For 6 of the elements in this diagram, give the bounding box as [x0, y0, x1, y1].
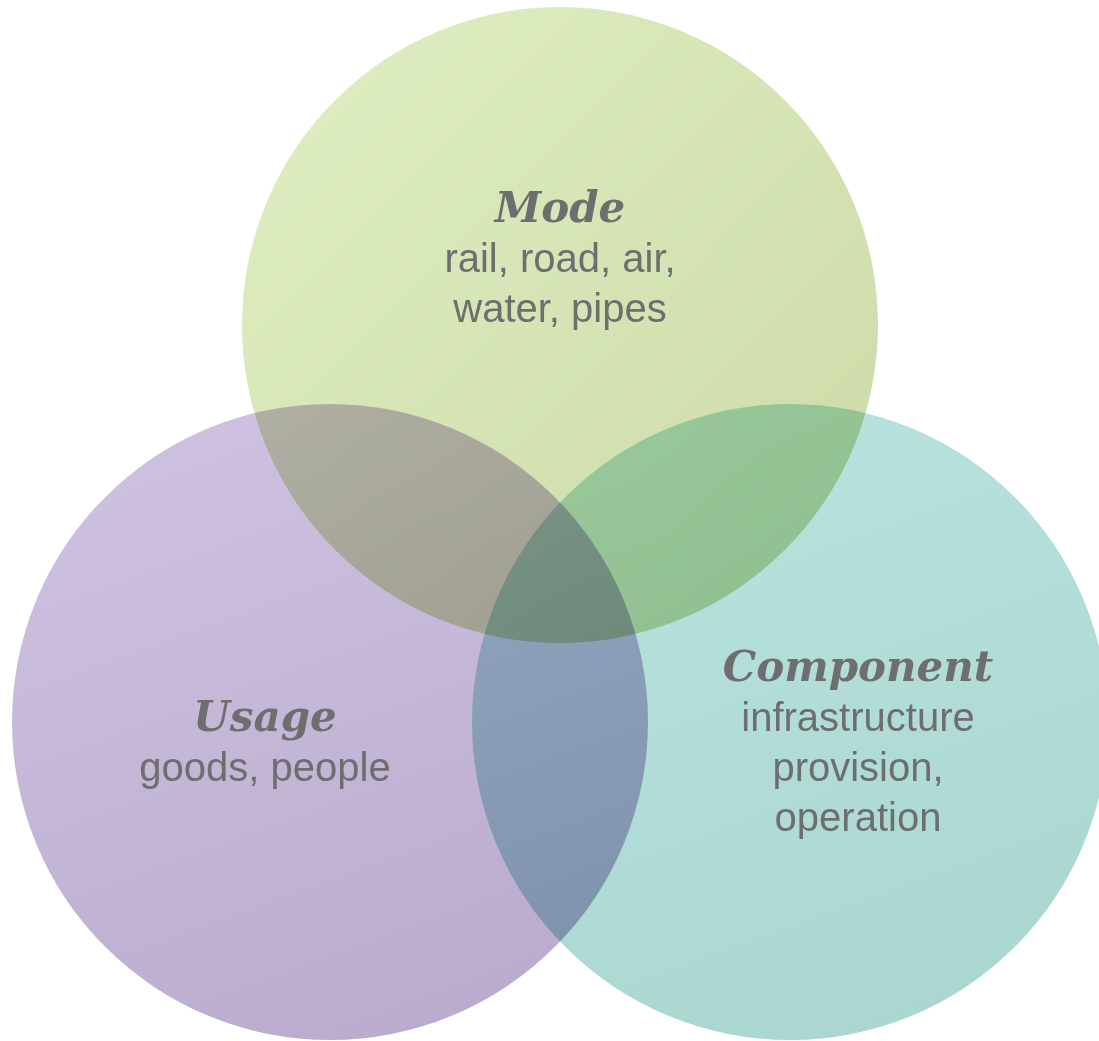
circle-text: rail, road, air, water, pipes — [443, 235, 677, 332]
circle-heading: Component — [721, 642, 995, 692]
circle-text: goods, people — [138, 744, 392, 791]
circle-text: infrastructure provision, operation — [740, 694, 976, 841]
circle-heading: Mode — [492, 183, 627, 233]
circle-heading: Usage — [192, 692, 338, 742]
